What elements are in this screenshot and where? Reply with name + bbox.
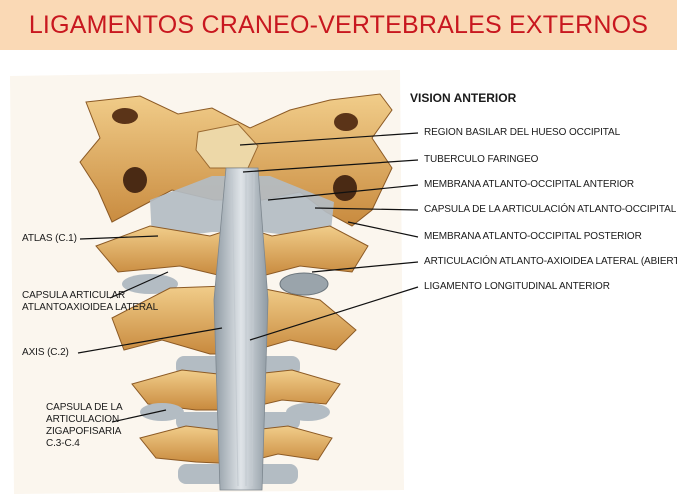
ligament-fibers xyxy=(231,173,255,487)
zygapophyseal-capsule-left xyxy=(140,403,184,421)
label-ao-joint-capsule: CAPSULA DE LA ARTICULACIÓN ATLANTO-OCCIP… xyxy=(424,204,677,215)
occipital-foramen-left xyxy=(112,108,138,124)
label-ao-membrane-posterior: MEMBRANA ATLANTO-OCCIPITAL POSTERIOR xyxy=(424,231,642,242)
label-zygapophyseal-capsule: CAPSULA DE LA ARTICULACION ZIGAPOFISARIA… xyxy=(46,402,123,449)
label-anterior-longitudinal-ligament: LIGAMENTO LONGITUDINAL ANTERIOR xyxy=(424,281,610,292)
page-title: LIGAMENTOS CRANEO-VERTEBRALES EXTERNOS xyxy=(28,10,649,39)
pointer-zygapophyseal xyxy=(111,409,167,423)
label-atlantoaxial-capsule: CAPSULA ARTICULAR ATLANTOAXIOIDEA LATERA… xyxy=(22,290,159,313)
pointer-lines-left xyxy=(77,235,223,423)
pointer-tubercle xyxy=(242,159,419,173)
pointer-lines-right xyxy=(239,132,419,341)
occipital-foramen-right xyxy=(334,113,358,131)
label-ao-membrane-anterior: MEMBRANA ATLANTO-OCCIPITAL ANTERIOR xyxy=(424,179,635,190)
pointer-ao-capsule xyxy=(314,207,419,211)
condyle-hollow-right xyxy=(333,175,357,201)
label-atlas: ATLAS (C.1) xyxy=(22,233,77,244)
left-atlantoaxial-capsule xyxy=(122,274,178,294)
diagram-area: VISION ANTERIOR REGION BASILAR DEL HUESO… xyxy=(0,50,677,500)
anatomy-illustration xyxy=(10,70,419,494)
title-bar: LIGAMENTOS CRANEO-VERTEBRALES EXTERNOS xyxy=(0,0,677,50)
pointer-ao-posterior xyxy=(347,221,419,238)
pointer-longitudinal xyxy=(249,286,419,341)
pointer-ao-anterior xyxy=(267,184,419,201)
pointer-atlantoaxial-capsule xyxy=(109,271,169,299)
pointer-axis xyxy=(77,327,223,354)
condyle-hollow-left xyxy=(123,167,147,193)
pointer-atlantoaxial-lateral xyxy=(311,261,419,273)
label-lateral-atlantoaxial-joint: ARTICULACIÓN ATLANTO-AXIOIDEA LATERAL (A… xyxy=(424,256,677,267)
pointer-basilar xyxy=(239,132,419,146)
label-pharyngeal-tubercle: TUBERCULO FARINGEO xyxy=(424,154,539,165)
view-label: VISION ANTERIOR xyxy=(410,91,517,105)
pointer-atlas xyxy=(79,235,159,240)
label-axis: AXIS (C.2) xyxy=(22,347,69,358)
anterior-longitudinal-ligament xyxy=(213,167,269,491)
label-basilar-region: REGION BASILAR DEL HUESO OCCIPITAL xyxy=(424,127,621,138)
right-atlantoaxial-joint xyxy=(279,272,329,296)
